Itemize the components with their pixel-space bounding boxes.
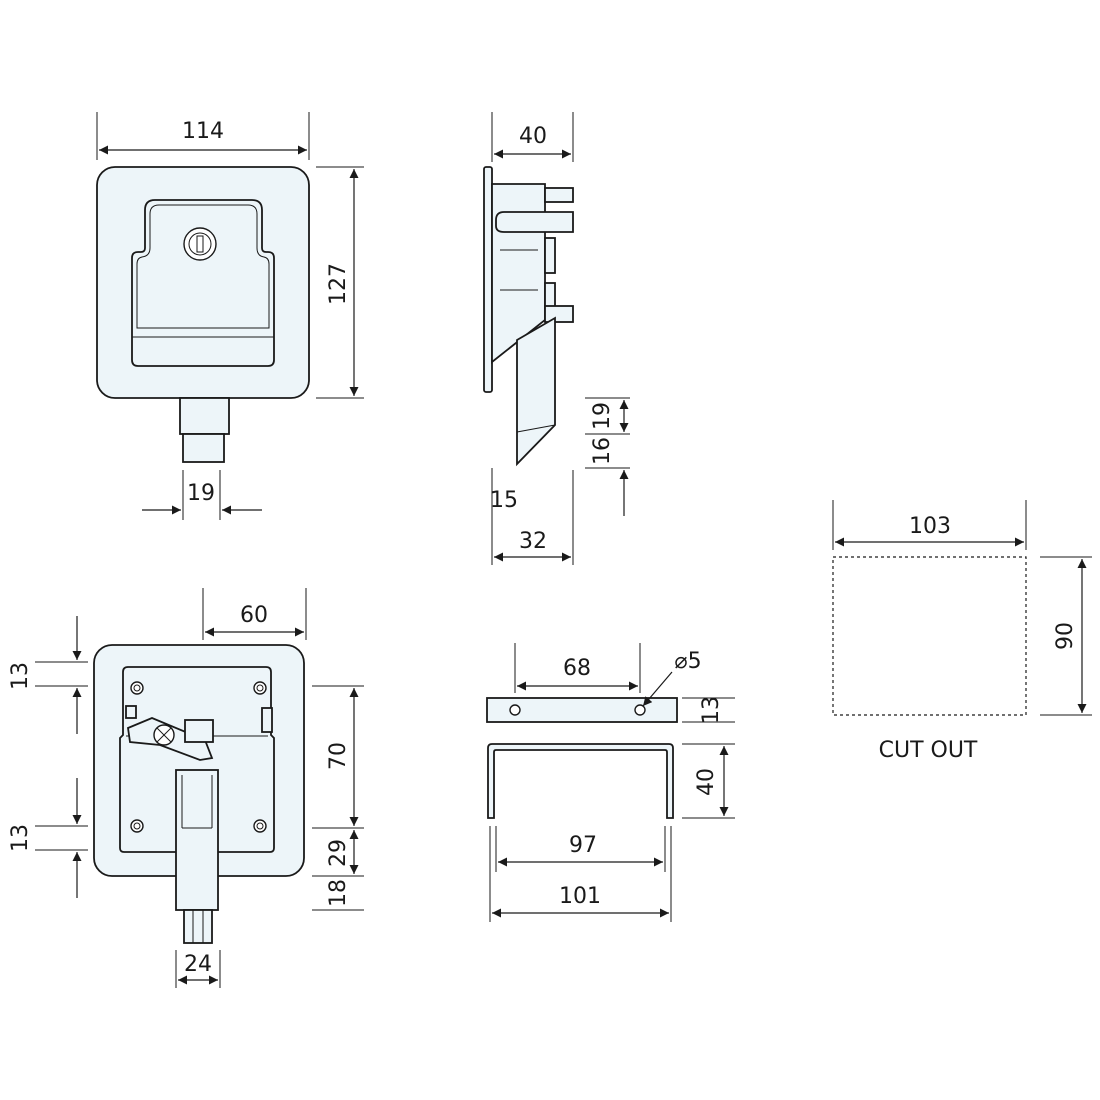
back-view: 60 13 13 70 29 18 24 bbox=[8, 588, 364, 988]
back-shaft bbox=[183, 909, 213, 944]
dim-back-shaft: 24 bbox=[184, 952, 212, 977]
u-bracket bbox=[487, 743, 674, 819]
back-bolt bbox=[175, 769, 219, 911]
bar-hole-right bbox=[634, 704, 646, 716]
dim-back-13-top: 13 bbox=[8, 662, 33, 690]
dim-bar-spacing: 68 bbox=[563, 656, 591, 681]
dim-back-13-bottom: 13 bbox=[8, 824, 33, 852]
dim-front-width: 114 bbox=[182, 119, 224, 144]
dim-cutout-height: 90 bbox=[1053, 622, 1078, 650]
side-pin-top bbox=[544, 187, 574, 203]
back-hole-tl bbox=[130, 681, 144, 695]
dim-side-15: 15 bbox=[490, 488, 518, 513]
dim-side-16: 16 bbox=[590, 437, 615, 465]
cutout-label: CUT OUT bbox=[879, 738, 978, 763]
front-view: 114 127 19 bbox=[96, 112, 364, 520]
front-shaft-lower bbox=[182, 433, 225, 463]
front-shaft-upper bbox=[179, 397, 230, 435]
dim-back-18: 18 bbox=[326, 879, 351, 907]
back-catch bbox=[261, 707, 273, 733]
side-lever bbox=[495, 211, 574, 233]
dim-bar-hole: ⌀5 bbox=[674, 649, 701, 674]
bar-view: 68 ⌀5 13 bbox=[486, 643, 735, 724]
dim-bracket-inner: 97 bbox=[569, 833, 597, 858]
dim-bracket-outer: 101 bbox=[559, 884, 601, 909]
side-bolt bbox=[516, 316, 556, 467]
side-block bbox=[544, 282, 556, 309]
dim-back-70: 70 bbox=[326, 742, 351, 770]
side-cam bbox=[544, 237, 556, 274]
dim-front-shaft: 19 bbox=[187, 481, 215, 506]
bar-hole-left bbox=[509, 704, 521, 716]
dim-front-height: 127 bbox=[326, 263, 351, 305]
side-view: 40 19 16 15 32 bbox=[483, 112, 630, 565]
dim-side-depth-bottom: 32 bbox=[519, 529, 547, 554]
side-pin-bottom bbox=[544, 305, 574, 323]
dim-cutout-width: 103 bbox=[909, 514, 951, 539]
cutout-outline bbox=[832, 556, 1027, 716]
cutout-view: 103 90 CUT OUT bbox=[832, 500, 1092, 763]
back-hole-tr bbox=[253, 681, 267, 695]
back-hole-bl bbox=[130, 819, 144, 833]
back-stop bbox=[125, 705, 137, 719]
back-hole-br bbox=[253, 819, 267, 833]
dim-back-29: 29 bbox=[326, 839, 351, 867]
bracket-view: 40 97 101 bbox=[487, 743, 735, 922]
back-cam-block bbox=[184, 719, 214, 743]
dim-back-offset: 60 bbox=[240, 603, 268, 628]
dim-bar-height: 13 bbox=[699, 696, 724, 724]
dim-side-depth-top: 40 bbox=[519, 124, 547, 149]
front-handle bbox=[131, 199, 275, 367]
side-flange bbox=[483, 166, 493, 393]
dim-side-19: 19 bbox=[590, 402, 615, 430]
dim-bracket-height: 40 bbox=[694, 768, 719, 796]
front-handle-inner bbox=[136, 204, 270, 329]
